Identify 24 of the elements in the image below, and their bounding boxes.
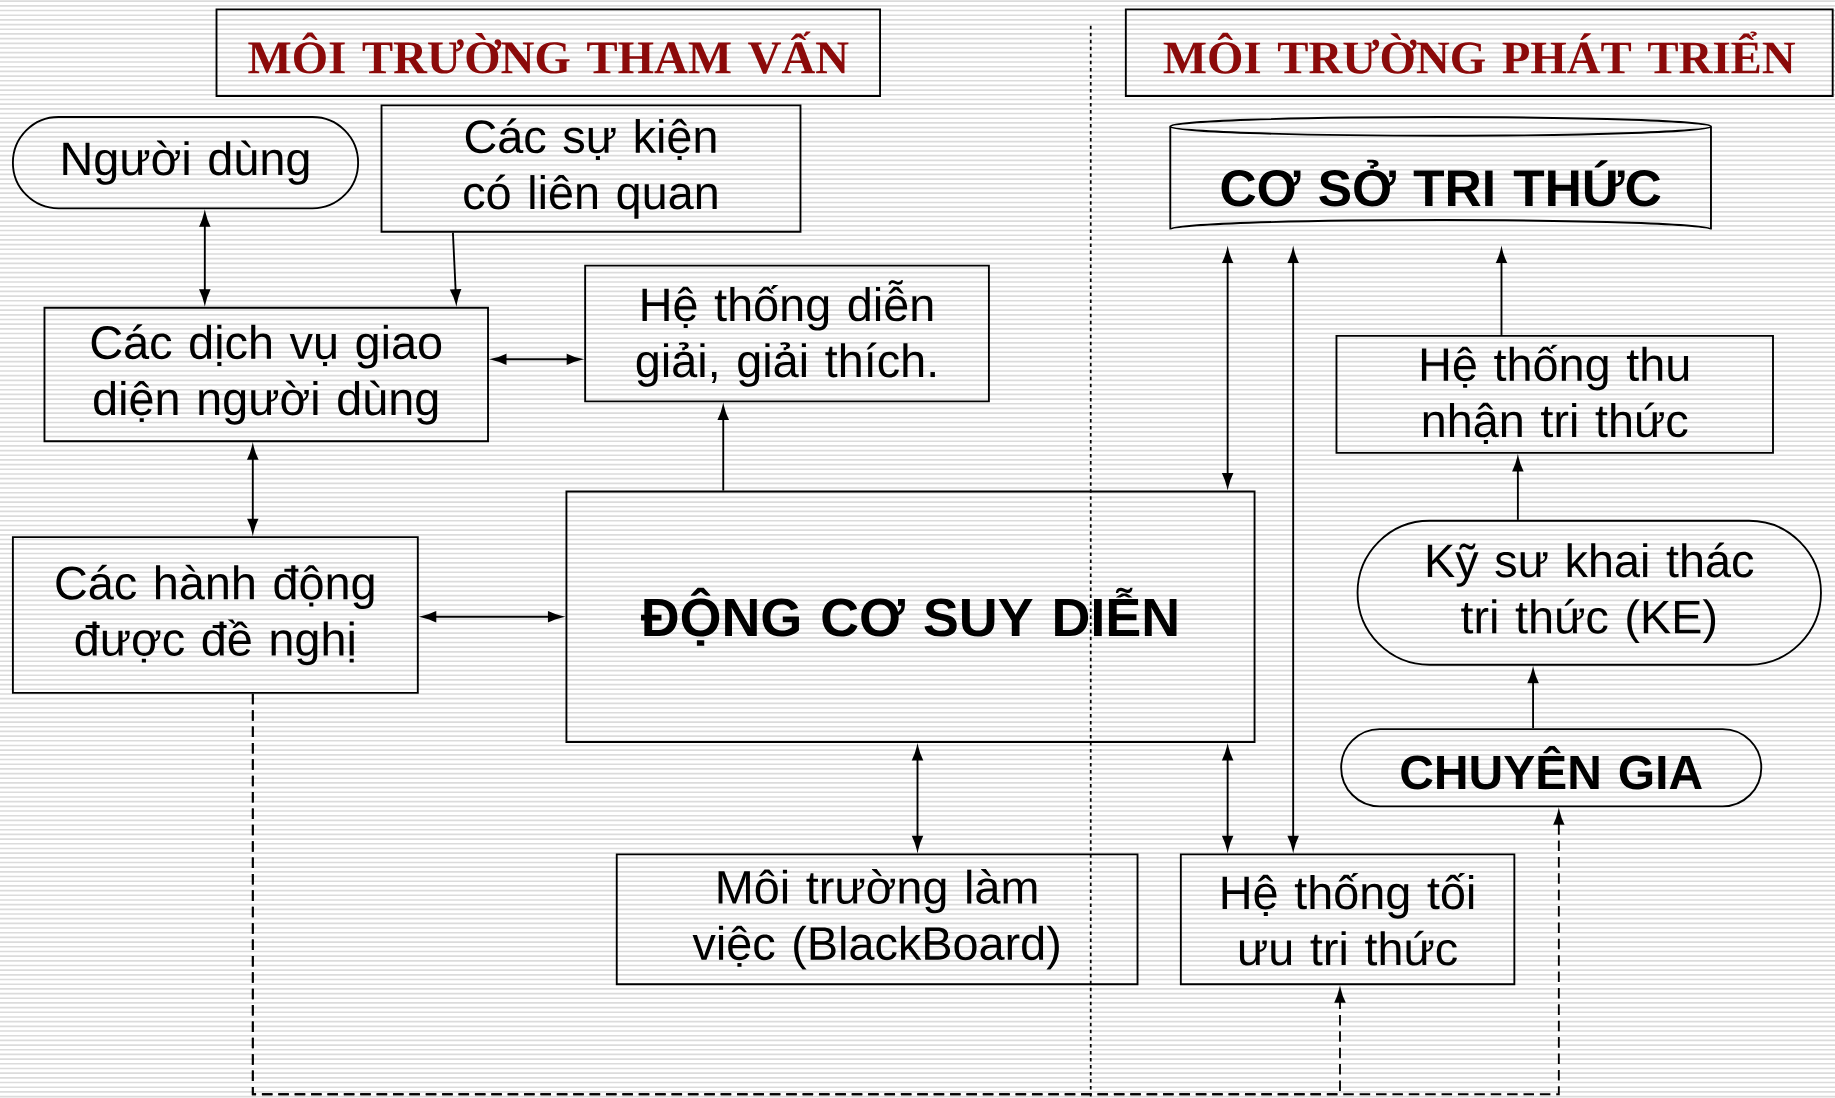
- process-box: Hệ thống tối ưu tri thức: [1179, 853, 1516, 986]
- process-box: ĐỘNG CƠ SUY DIỄN: [565, 490, 1256, 744]
- heading-box: MÔI TRƯỜNG THAM VẤN: [215, 8, 881, 98]
- process-box: Hệ thống diễn giải, giải thích.: [584, 264, 990, 403]
- process-box: Các sự kiện có liên quan: [380, 104, 802, 233]
- arrow: [450, 231, 461, 304]
- arrow: [1512, 457, 1524, 521]
- database-cylinder: CƠ SỞ TRI THỨC: [1169, 116, 1712, 231]
- arrow: [422, 611, 563, 623]
- arrow: [1527, 669, 1539, 730]
- process-box: Môi trường làm việc (BlackBoard): [615, 853, 1139, 986]
- arrow: [199, 212, 211, 304]
- arrow: [247, 445, 259, 533]
- arrow: [492, 354, 581, 365]
- terminal-box: CHUYÊN GIA: [1340, 728, 1763, 808]
- terminal-box: Kỹ sư khai thác tri thức (KE): [1356, 520, 1822, 666]
- process-box: Các dịch vụ giao diện người dùng: [43, 307, 489, 443]
- heading-box: MÔI TRƯỜNG PHÁT TRIỂN: [1124, 8, 1834, 98]
- node-label: CƠ SỞ TRI THỨC: [1221, 159, 1661, 207]
- process-box: Các hành động được đề nghị: [11, 536, 419, 694]
- dashed-arrow: [251, 692, 1346, 1096]
- arrow: [718, 405, 729, 492]
- process-box: Hệ thống thu nhận tri thức: [1335, 335, 1774, 454]
- terminal-box: Người dùng: [11, 116, 360, 210]
